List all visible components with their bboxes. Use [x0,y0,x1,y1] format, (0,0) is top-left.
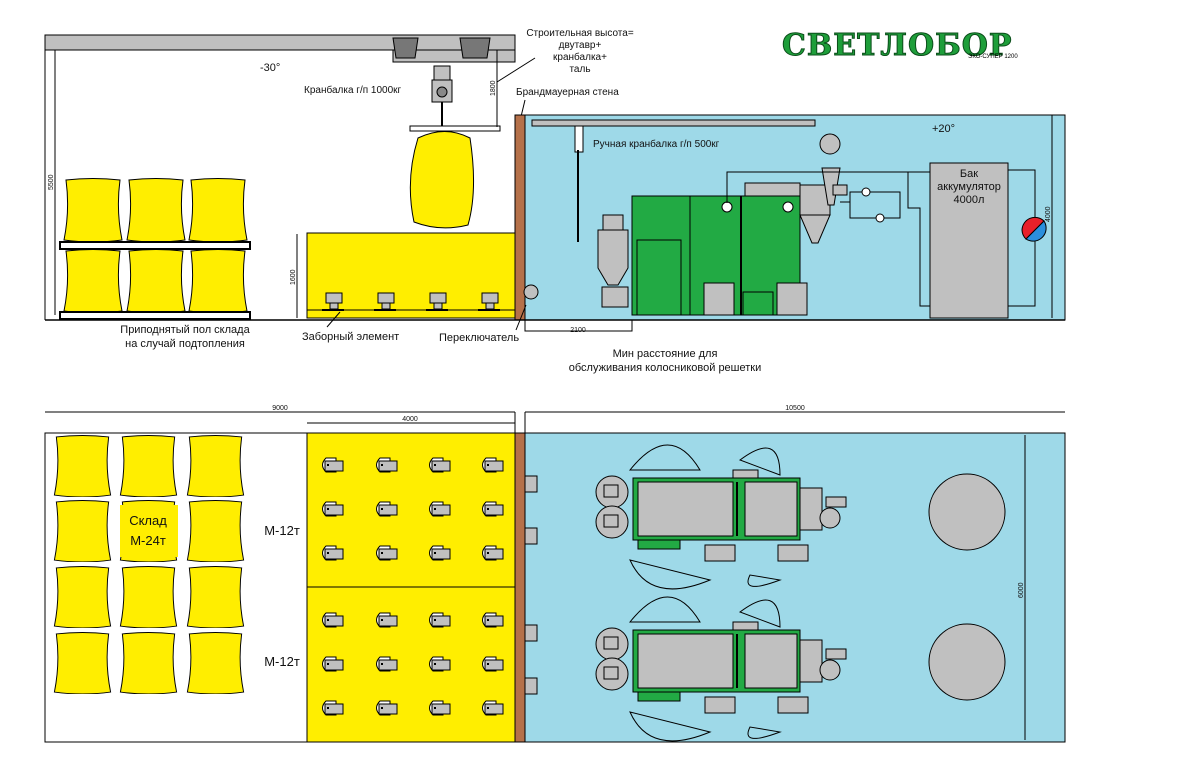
gauge-icon [782,201,794,213]
dim-hopper-height: 1600 [290,269,297,285]
trolley-wheel-icon [392,37,419,59]
switch-icons [524,475,538,695]
switch-icon [524,527,538,545]
manual-crane-label: Ручная кранбалка г/п 500кг [593,138,720,150]
bag [126,249,186,313]
accumulator-tank-plan [928,623,1006,701]
storage-temperature: -30° [260,62,280,74]
dim-room-height: 4000 [1045,206,1052,222]
bag [53,435,112,497]
bunker-top-capacity: М-12т [264,523,300,538]
bag [53,500,112,562]
bag [63,178,123,242]
flue-icon [819,133,841,155]
accumulator-tank-plan [928,473,1006,551]
switch-icon [524,677,538,695]
switch-label: Переключатель [439,332,519,344]
switch-icon [524,624,538,642]
bag [188,178,248,242]
bag [119,632,178,694]
firewall-label: Брандмауерная стена [516,87,619,98]
dim-storage-height: 5500 [48,174,55,190]
model-label: ЭКО-СУПЕР 1200 [968,54,1018,60]
bag [186,566,245,628]
switch-icon [524,475,538,493]
roof-beam [44,34,516,51]
firewall-plan [514,432,526,743]
bag [53,566,112,628]
heat-exchanger-icon [1021,216,1047,242]
bag [126,178,186,242]
brand-logo: СВЕТЛОБОР [782,28,1012,63]
side-view: 5500 -30° 1800 Кранбалка г/п 1000кг Стро… [44,28,1066,374]
bag [119,566,178,628]
fuel-feeder [597,214,629,308]
dim-grate-service: 2100 [570,327,586,334]
boiler [631,182,808,316]
accumulator-tank [929,162,1009,319]
trolley-wheel-icon [459,37,491,59]
boiler-room-temperature: +20° [932,123,955,135]
bag [186,435,245,497]
manual-hoist-icon [574,125,584,153]
pallet [59,241,251,250]
bag [188,249,248,313]
dim-bunker-length: 4000 [402,416,418,423]
firewall [514,114,526,321]
bunker-bottom-capacity: М-12т [264,654,300,669]
bag [63,249,123,313]
dim-crane-height: 1800 [490,80,497,96]
crane-storage-label: Кранбалка г/п 1000кг [304,84,402,96]
intake-element-label: Заборный элемент [302,331,399,343]
bag [186,500,245,562]
bag [186,632,245,694]
dim-storage-length: 9000 [272,405,288,412]
bag [53,632,112,694]
stacked-bags [59,178,251,320]
dim-room-length: 10500 [785,405,805,412]
cyclone [799,167,848,244]
build-height-label: Строительная высота=двутавр+кранбалка+та… [526,28,634,75]
hoist-icon [409,65,501,229]
dim-room-width: 6000 [1018,582,1025,598]
big-bag [409,131,475,229]
manual-crane-beam [531,119,816,127]
fuel-bunker [306,232,516,319]
switch-icon [523,284,539,300]
bag [119,435,178,497]
pallet [59,311,251,320]
gauge-icon [721,201,733,213]
